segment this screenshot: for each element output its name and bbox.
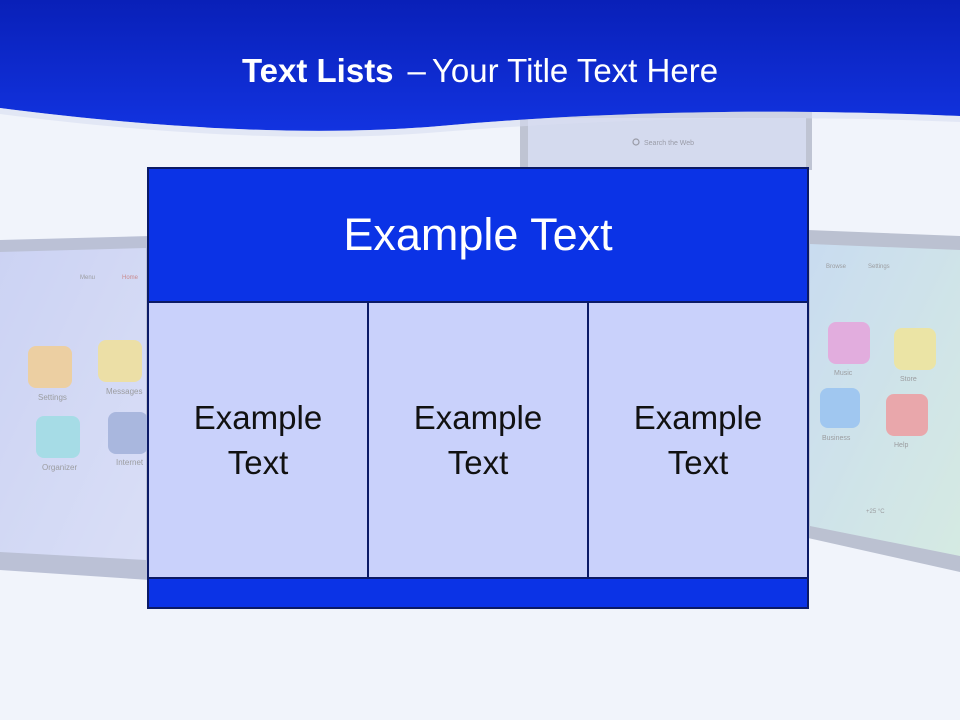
left-tablet-image: Settings Messages Organizer Internet Men… [0,236,150,580]
cell-line: Text [227,444,289,481]
slide-title: Text Lists–Your Title Text Here [0,52,960,90]
bg-label: Store [900,376,917,383]
music-app-icon [828,322,870,364]
table-cell: Example Text [369,303,589,577]
help-app-icon [886,394,928,436]
title-banner [0,0,960,131]
table-header: Example Text [149,169,807,303]
right-tablet-image: Music Store Business Help Browse Setting… [808,230,960,572]
text-list-table: Example Text Example Text Example Text E… [147,167,809,609]
bg-label: Home [122,275,139,281]
bg-label: Settings [38,393,67,402]
center-tablet-image: Search the Web [520,112,812,170]
table-cell: Example Text [149,303,369,577]
cell-line: Example [633,399,763,436]
bg-label: Browse [826,264,847,270]
title-separator: – [407,52,426,89]
banner-shadow [0,108,960,137]
store-app-icon [894,328,936,370]
title-bold: Text Lists [241,52,394,89]
settings-app-icon [28,346,72,388]
bg-label: +25 °C [866,509,885,515]
search-icon [632,138,640,146]
cell-line: Text [667,444,729,481]
bg-label: Internet [116,458,144,467]
bg-label: Messages [106,387,142,396]
cell-line: Example [413,399,543,436]
organizer-app-icon [36,416,80,458]
bg-label: Search the Web [644,140,694,147]
bg-label: Music [834,370,853,377]
business-app-icon [820,388,860,428]
title-rest: Your Title Text Here [431,52,719,89]
bg-label: Settings [868,264,890,270]
bg-label: Organizer [42,463,77,472]
internet-app-icon [108,412,148,454]
bg-label: Menu [80,275,95,281]
messages-app-icon [98,340,142,382]
bg-label: Help [894,442,909,449]
bg-label: Business [822,435,851,442]
cell-line: Example [193,399,323,436]
table-footer [149,577,807,607]
table-cell: Example Text [589,303,807,577]
cell-line: Text [447,444,509,481]
